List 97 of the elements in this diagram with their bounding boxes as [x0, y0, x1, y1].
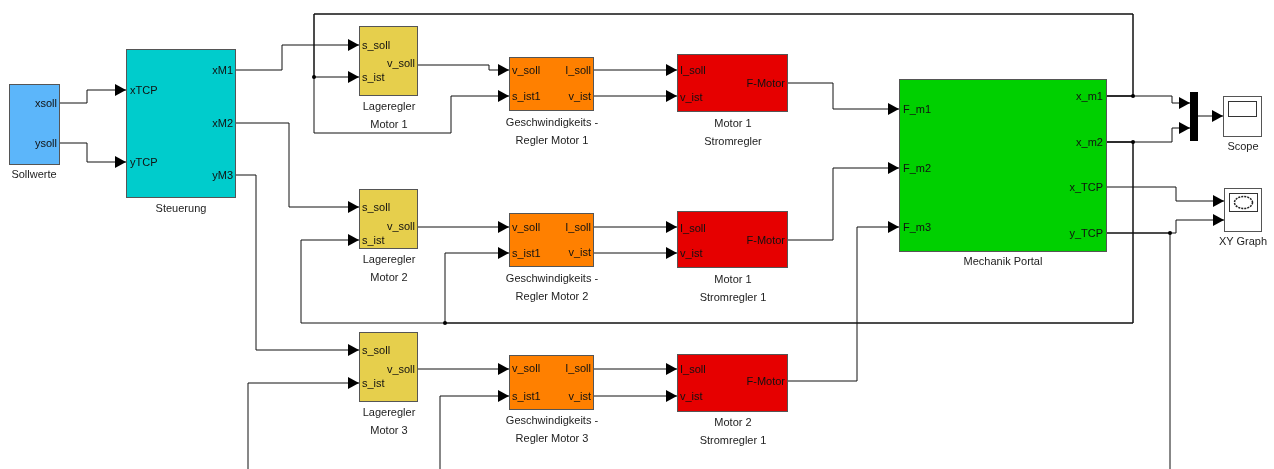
port-label: F_m3 — [903, 220, 932, 234]
signal-line — [417, 221, 510, 233]
subsystem-block — [359, 332, 418, 402]
signal-line — [787, 162, 900, 241]
mux-bar — [1190, 92, 1198, 141]
signal-line — [417, 363, 510, 375]
port-label: v_soll — [512, 63, 541, 77]
port-label: I_soll — [565, 220, 591, 234]
xy-graph-block — [1224, 188, 1262, 232]
port-label: v_ist — [568, 245, 591, 259]
block-caption: Lageregler Motor 2 — [361, 252, 417, 285]
port-label: I_soll — [680, 362, 706, 376]
port-label: xsoll — [35, 96, 57, 110]
port-label: F_m1 — [903, 102, 932, 116]
port-label: F-Motor — [746, 76, 785, 90]
signal-line — [1106, 232, 1171, 469]
source-block — [9, 84, 60, 165]
signal-line — [593, 90, 678, 102]
port-label: v_ist — [680, 90, 703, 104]
port-label: v_soll — [512, 220, 541, 234]
port-label: I_soll — [565, 63, 591, 77]
port-label: v_ist — [680, 389, 703, 403]
port-label: yM3 — [212, 168, 233, 182]
block-caption: Scope — [1226, 139, 1260, 154]
port-label: yTCP — [130, 155, 158, 169]
port-label: v_ist — [568, 89, 591, 103]
subsystem-block — [509, 57, 594, 111]
port-label: xTCP — [130, 83, 158, 97]
port-label: s_ist1 — [512, 89, 541, 103]
block-caption: Geschwindigkeits - Regler Motor 1 — [504, 115, 600, 148]
subsystem-block — [677, 54, 788, 112]
subsystem-block — [677, 354, 788, 412]
block-caption: Lageregler Motor 1 — [361, 99, 417, 132]
port-label: F-Motor — [746, 233, 785, 247]
block-caption: Motor 1 Stromregler — [703, 116, 763, 149]
port-label: v_soll — [386, 56, 415, 70]
block-caption: Geschwindigkeits - Regler Motor 3 — [504, 413, 600, 446]
port-label: v_ist — [568, 389, 591, 403]
port-label: v_soll — [386, 219, 415, 233]
port-label: I_soll — [565, 361, 591, 375]
signal-line — [417, 64, 510, 76]
signal-line — [235, 174, 360, 356]
signal-line — [59, 84, 127, 104]
signal-line — [235, 39, 360, 71]
subsystem-block — [509, 213, 594, 267]
port-label: s_ist — [362, 70, 385, 84]
port-label: s_ist — [362, 376, 385, 390]
block-caption: Steuerung — [154, 201, 208, 216]
port-label: xM1 — [212, 63, 233, 77]
port-label: y_TCP — [1069, 226, 1103, 240]
scope-block — [1223, 96, 1262, 137]
signal-line — [247, 377, 360, 469]
port-label: s_ist1 — [512, 246, 541, 260]
port-label: s_soll — [362, 200, 391, 214]
block-caption: Mechanik Portal — [962, 254, 1044, 269]
signal-line — [593, 390, 678, 402]
signal-line — [235, 122, 360, 213]
signal-line — [787, 221, 900, 382]
port-label: x_m1 — [1076, 89, 1103, 103]
port-label: v_soll — [512, 361, 541, 375]
signal-line — [313, 13, 1134, 134]
block-caption: Motor 2 Stromregler 1 — [698, 415, 768, 448]
block-caption: Geschwindigkeits - Regler Motor 2 — [504, 271, 600, 304]
signal-line — [787, 82, 900, 115]
port-label: s_soll — [362, 38, 391, 52]
signal-line — [593, 64, 678, 76]
port-label: I_soll — [680, 221, 706, 235]
port-label: s_ist1 — [512, 389, 541, 403]
signal-line — [593, 363, 678, 375]
port-label: v_ist — [680, 246, 703, 260]
signal-line — [1106, 186, 1225, 207]
block-caption: Motor 1 Stromregler 1 — [698, 272, 768, 305]
signal-line — [593, 247, 678, 259]
signal-line — [1197, 110, 1224, 122]
signal-line — [59, 142, 127, 168]
port-label: ysoll — [35, 136, 57, 150]
block-caption: Lageregler Motor 3 — [361, 405, 417, 438]
port-label: s_ist — [362, 233, 385, 247]
port-label: xM2 — [212, 116, 233, 130]
subsystem-block — [359, 189, 418, 249]
signal-line — [439, 390, 510, 469]
signal-line — [444, 141, 1134, 324]
port-label: I_soll — [680, 63, 706, 77]
port-label: s_soll — [362, 343, 391, 357]
port-label: F-Motor — [746, 374, 785, 388]
port-label: x_m2 — [1076, 135, 1103, 149]
port-label: F_m2 — [903, 161, 932, 175]
subsystem-block — [509, 355, 594, 410]
block-caption: XY Graph — [1217, 234, 1269, 249]
subsystem-block — [677, 211, 788, 268]
block-caption: Sollwerte — [10, 167, 58, 182]
signal-line — [593, 221, 678, 233]
subsystem-block — [899, 79, 1107, 252]
subsystem-block — [359, 26, 418, 96]
subsystem-block — [126, 49, 236, 198]
port-label: x_TCP — [1069, 180, 1103, 194]
port-label: v_soll — [386, 362, 415, 376]
